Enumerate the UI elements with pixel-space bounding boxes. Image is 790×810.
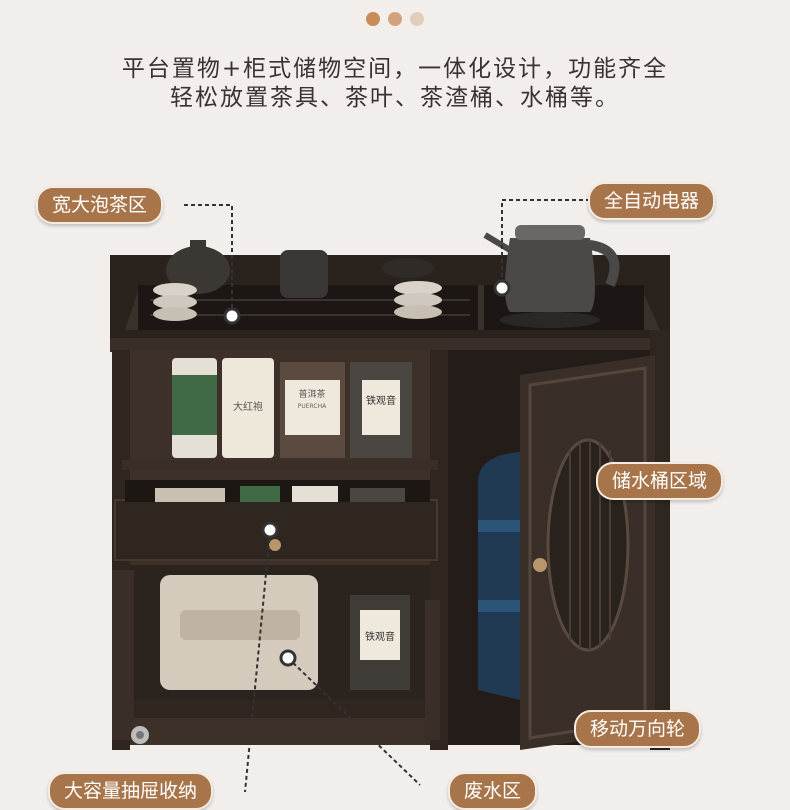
callout-drawer-storage: 大容量抽屉收纳 <box>48 772 214 810</box>
carousel-dots <box>0 12 790 26</box>
marker-drawer <box>261 521 279 539</box>
tea-set <box>153 240 442 321</box>
tin-label-2: 铁观音 <box>366 394 396 407</box>
tin-label-1-sub: PUERCHA <box>298 403 327 410</box>
drawer-contents <box>155 486 405 502</box>
callout-casters: 移动万向轮 <box>574 710 702 748</box>
headline-line-1: 平台置物+柜式储物空间，一体化设计，功能齐全 <box>121 56 669 82</box>
door-knob <box>533 558 547 572</box>
tin-label-1: 普洱茶 <box>298 388 325 400</box>
carousel-dot-2[interactable] <box>388 12 402 26</box>
lower-compartment-items: 铁观音 <box>160 575 410 690</box>
marker-tea-area <box>223 307 241 325</box>
carousel-dot-3[interactable] <box>410 12 424 26</box>
caster-wheels <box>131 726 149 744</box>
leader-lines <box>184 199 652 793</box>
tall-can-label: 大红袍 <box>233 400 263 413</box>
tin-label-3: 铁观音 <box>365 630 395 643</box>
carousel-dot-1[interactable] <box>366 12 380 26</box>
callout-auto-appliance: 全自动电器 <box>588 182 716 220</box>
callout-waste-water-area: 废水区 <box>448 772 538 810</box>
headline-line-2: 轻松放置茶具、茶叶、茶渣桶、水桶等。 <box>170 85 620 111</box>
callout-water-bucket-area: 储水桶区域 <box>596 462 724 500</box>
electric-kettle <box>483 225 620 328</box>
headline: 平台置物+柜式储物空间，一体化设计，功能齐全 轻松放置茶具、茶叶、茶渣桶、水桶等… <box>0 55 790 113</box>
tea-caddy <box>280 250 328 298</box>
drawer-knob <box>269 539 281 551</box>
markers <box>223 279 511 667</box>
marker-appliance <box>493 279 511 297</box>
marker-waste-water <box>279 649 297 667</box>
water-bucket <box>478 452 520 700</box>
tea-products-shelf: 普洱茶 PUERCHA 铁观音 大红袍 <box>172 358 412 458</box>
callout-tea-area: 宽大泡茶区 <box>36 186 164 224</box>
teapot <box>166 246 230 294</box>
tea-bowl <box>382 258 434 278</box>
cabinet-door <box>520 355 655 750</box>
